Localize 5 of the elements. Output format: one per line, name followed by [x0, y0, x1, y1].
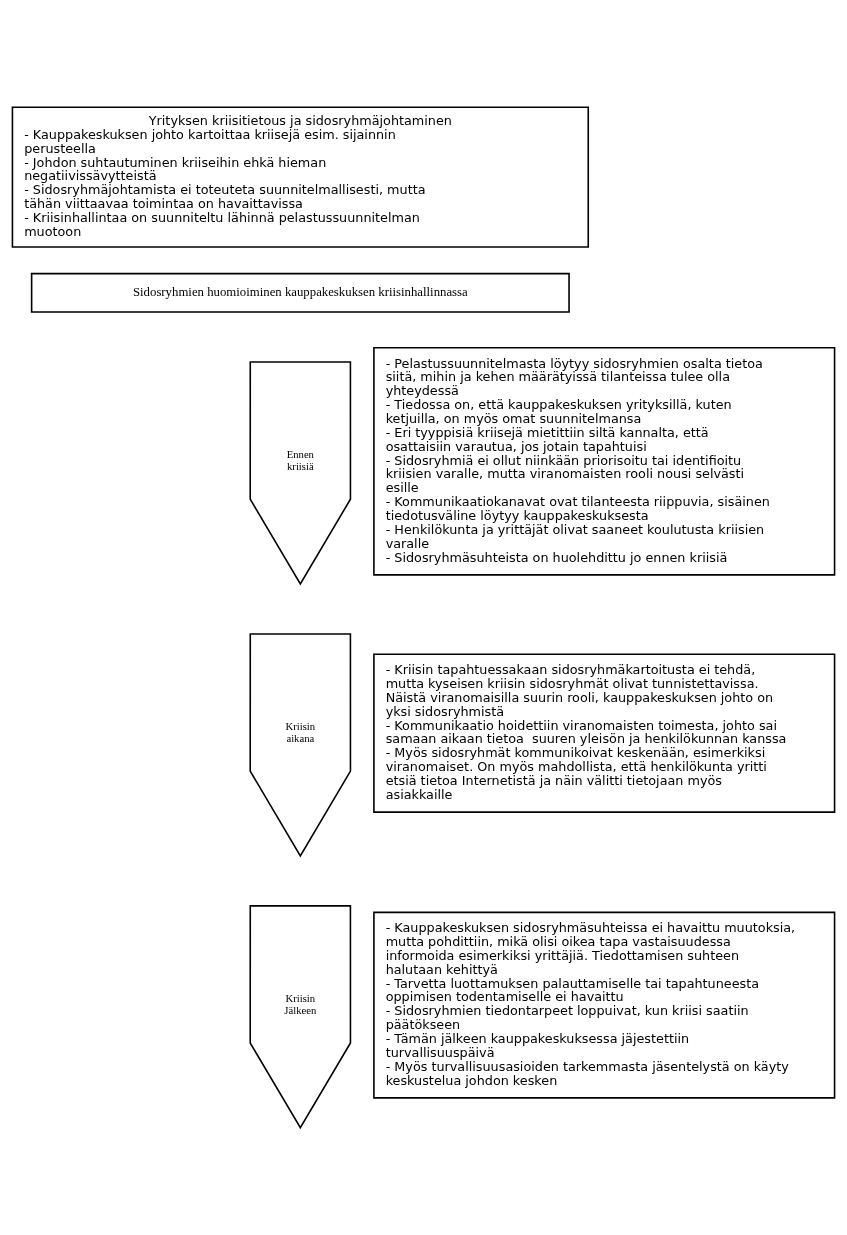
node-box: - Pelastussuunnitelmasta löytyy sidosryhmien osalta tietoa siitä, mihin ja kehen määrätyissä tilanteissa tulee olla yhteydessä - Tiedossa on, että kauppakeskuksen yrityksillä, kuten ketjuilla, on myös omat suunnitelmansa - Eri tyyppisiä kriisejä mietittiin siltä kannalta, että osattaisiin varautua, jos jotain tapahtuisi - Sidosryhmiä ei ollut niinkään priorisoitu tai identifioitu kriisien varalle, mutta viranomaisten rooli nousi selvästi esille - Kommunikaatiokanavat ovat tilanteesta riippuvia, sisäinen tiedotusväline löytyy kauppakeskuksesta - Henkilökunta ja yrittäjät olivat saaneet koulutusta kriisien varalle - Sidosryhmäsuhteista on huolehdittu jo ennen kriisiä	[373, 346, 836, 576]
node-box: Yrityksen kriisitietous ja sidosryhmäjohtaminen - Kauppakeskuksen johto kartoittaa kriisejä esim. sijainnin perusteella - Johdon suhtautuminen kriiseihin ehkä hieman negatiivissävytteistä - Sidosryhmäjohtamista ei toteuteta suunnitelmallisesti, mutta tähän viittaavaa toimintaa on havaittavissa - Kriisinhallintaa on suunniteltu lähinnä pelastussuunnitelman muotoon	[11, 106, 590, 248]
node-box: Sidosryhmien huomioiminen kauppakeskuksen kriisinhallinnassa	[30, 272, 570, 313]
node-box: - Kriisin tapahtuessakaan sidosryhmäkartoitusta ei tehdä, mutta kyseisen kriisin sidosryhmät olivat tunnistettavissa. Näistä viranomaisilla suurin rooli, kauppakeskuksen johto on yksi sidosryhmistä - Kommunikaatio hoidettiin viranomaisten toimesta, johto sai samaan aikaan tietoa suuren yleisön ja henkilökunnan kanssa - Myös sidosryhmät kommunikoivat keskenään, esimerkiksi viranomaiset. On myös mahdollista, että henkilökunta yritti etsiä tietoa Internetistä ja näin välitti tietojaan myös asiakkaille	[373, 653, 836, 813]
node-box: - Kauppakeskuksen sidosryhmäsuhteissa ei havaittu muutoksia, mutta pohdittiin, mikä olisi oikea tapa vastaisuudessa informoida esimerkiksi yrittäjiä. Tiedottamisen suhteen halutaan kehittyä - Tarvetta luottamuksen palauttamiselle tai tapahtuneesta oppimisen todentamiselle ei havaittu - Sidosryhmien tiedontarpeet loppuivat, kun kriisi saatiin päätökseen - Tämän jälkeen kauppakeskuksessa jäjestettiin turvallisuuspäivä - Myös turvallisuusasioiden tarkemmasta jäsentelystä on käyty keskustelua johdon kesken	[373, 911, 836, 1099]
